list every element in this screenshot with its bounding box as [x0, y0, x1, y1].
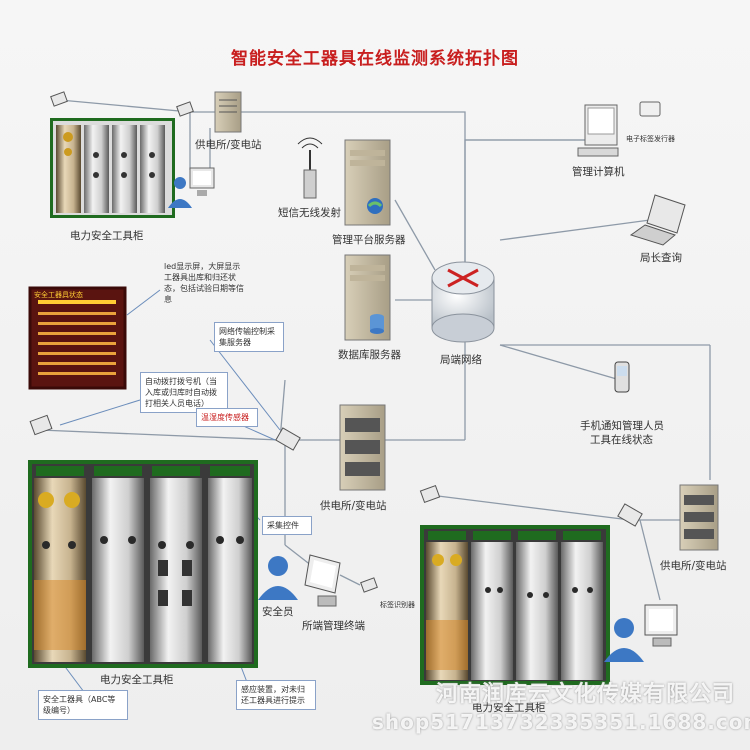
- substation-mid-server: [339, 404, 386, 491]
- db-server-icon: [344, 254, 391, 341]
- label-director: 局长查询: [640, 252, 682, 264]
- router-icon: [431, 261, 495, 343]
- note-led: led显示屏，大屏显示工器具出库和归还状态，包括试验日期等信息: [164, 262, 244, 304]
- terminal-icon: [304, 554, 341, 607]
- label-substation-top: 供电所/变电站: [195, 139, 262, 151]
- laptop-icon: [629, 194, 686, 246]
- note-data-collect: 网络传输控制采集服务器: [214, 322, 284, 352]
- substation-right-server: [679, 484, 719, 551]
- note-safety-tools: 安全工器具（ABC等级编号）: [38, 690, 128, 720]
- cabinet-bottom-left: [28, 460, 258, 668]
- monitor-bottom-right: [644, 604, 678, 647]
- substation-top-server: [214, 91, 242, 133]
- label-phone-status: 工具在线状态: [590, 434, 653, 446]
- phone-icon: [614, 361, 630, 393]
- label-printer: 电子标签发行器: [626, 135, 675, 143]
- note-collect: 采集控件: [262, 516, 312, 535]
- label-substation-mid: 供电所/变电站: [320, 500, 387, 512]
- diagram-title: 智能安全工器具在线监测系统拓扑图: [231, 49, 519, 69]
- mgmt-server-icon: [344, 139, 391, 226]
- monitor-top-left: [189, 167, 215, 196]
- label-cabinet-top: 电力安全工具柜: [70, 230, 144, 242]
- label-tag-reader: 标签识别器: [380, 601, 415, 609]
- sms-antenna-icon: [297, 137, 323, 199]
- label-mgmt-pc: 管理计算机: [572, 166, 625, 178]
- watermark-shop: shop51713732335351.1688.com: [372, 710, 750, 734]
- led-board-header: 安全工器具状态: [34, 291, 83, 299]
- label-phone: 手机通知管理人员: [580, 420, 664, 432]
- label-cabinet-bottom-right: 电力安全工具柜: [472, 702, 546, 714]
- user-bottom-right-icon: [604, 618, 644, 662]
- label-router: 局端网络: [440, 354, 482, 366]
- cabinet-bottom-right: [420, 525, 610, 685]
- safety-officer-icon: [258, 556, 298, 600]
- label-mgmt-server: 管理平台服务器: [332, 234, 406, 246]
- watermark-company: 河南润库云文化传媒有限公司: [436, 682, 736, 707]
- label-substation-right: 供电所/变电站: [660, 560, 727, 572]
- led-board: [28, 286, 127, 390]
- note-sensor: 感应装置，对未归还工器具进行提示: [236, 680, 316, 710]
- label-terminal: 所端管理终端: [302, 620, 365, 632]
- mgmt-pc-icon: [577, 101, 661, 157]
- label-cabinet-bottom-left: 电力安全工具柜: [100, 674, 174, 686]
- label-db-server: 数据库服务器: [338, 349, 401, 361]
- note-temp: 温湿度传感器: [196, 408, 258, 427]
- label-safety-officer: 安全员: [262, 606, 294, 618]
- note-auto-dial: 自动拨打拨号机（当入库或归库时自动拨打相关人员电话）: [140, 372, 228, 413]
- label-sms: 短信无线发射: [278, 207, 341, 219]
- tag-reader-devices: [29, 91, 643, 593]
- user-top-left-icon: [168, 177, 192, 208]
- cabinet-top-left: [50, 118, 175, 218]
